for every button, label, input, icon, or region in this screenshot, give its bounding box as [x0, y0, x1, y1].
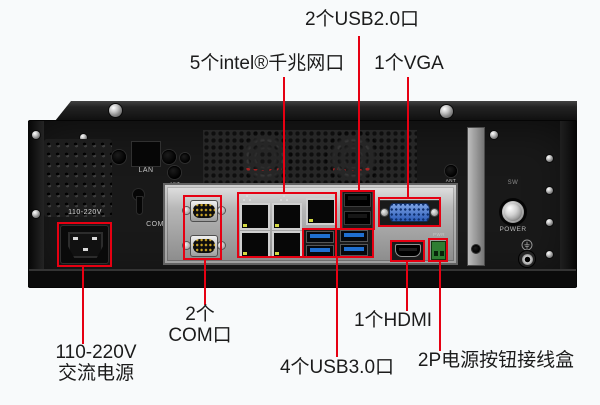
- screw-icon: [32, 210, 40, 218]
- usb3-port-2: [340, 230, 368, 242]
- lan-cutout: [131, 141, 161, 167]
- com-port-lower: [183, 235, 225, 257]
- chassis-left-wall: [28, 121, 44, 287]
- screw-icon: [546, 155, 553, 162]
- ac-pin: [83, 248, 88, 251]
- chassis-right-wall: [560, 121, 577, 287]
- highlight-vga-port: [378, 197, 441, 227]
- db9-pins: [193, 239, 215, 253]
- lan-port-5: [306, 198, 336, 225]
- perforation-pattern: [203, 130, 417, 183]
- callout-usb3: 4个USB3.0口: [279, 357, 395, 378]
- expansion-bracket: [467, 127, 485, 266]
- lan-port-2: [272, 203, 302, 230]
- usb3-port-4: [340, 244, 368, 256]
- power-button: [502, 201, 524, 223]
- mount-hole: [162, 150, 176, 164]
- highlight-ac-inlet: [57, 222, 112, 267]
- sw-marking: SW: [507, 180, 519, 186]
- lan-port-1: [240, 203, 270, 230]
- ac-inlet-port: [60, 225, 109, 264]
- mount-hole: [112, 150, 126, 164]
- hex-nut-icon: [183, 242, 190, 249]
- leader-line-usb2: [358, 36, 360, 191]
- highlight-com-ports: [183, 195, 222, 260]
- usb2-port-2: [344, 211, 371, 225]
- leader-line-com: [204, 260, 206, 305]
- screw-icon: [440, 105, 453, 118]
- screw-icon: [32, 131, 40, 139]
- keyhole-icon: [133, 189, 144, 200]
- power-button-label: POWER: [499, 226, 527, 233]
- mount-hole: [180, 153, 190, 163]
- callout-ac-power-line1: 110-220V: [55, 342, 137, 363]
- screw-icon: [546, 187, 553, 194]
- db9-pins: [193, 204, 215, 218]
- leader-line-usb3: [336, 258, 338, 357]
- ac-inlet-shape: [68, 232, 103, 258]
- screw-icon: [109, 104, 122, 117]
- network-icon: [283, 195, 285, 197]
- vga-port: [389, 203, 430, 222]
- audio-jack: [519, 251, 535, 267]
- callout-hdmi: 1个HDMI: [353, 310, 433, 331]
- callout-vga: 1个VGA: [374, 53, 444, 74]
- antenna-hole: [445, 165, 457, 177]
- com-marking: COM: [146, 221, 164, 228]
- highlight-usb3-ports: [302, 228, 374, 258]
- leader-line-ac: [82, 267, 84, 344]
- terminal-hole: [434, 251, 438, 256]
- com-port-upper: [183, 200, 225, 222]
- network-icon: [246, 195, 248, 197]
- ground-icon: [521, 239, 533, 251]
- screw-icon: [80, 134, 87, 141]
- ac-pin: [73, 237, 78, 240]
- chassis-top-flange: [55, 101, 577, 121]
- leader-line-hdmi: [406, 262, 408, 311]
- keyhole-icon: [137, 197, 142, 214]
- callout-com-line1: 2个: [185, 304, 215, 325]
- vent-grille: [44, 139, 112, 217]
- terminal-hole: [440, 251, 444, 256]
- screw-icon: [546, 251, 553, 258]
- voltage-marking: 110-220V: [68, 209, 102, 216]
- antenna-label: ANT: [445, 178, 457, 183]
- hdmi-port: [395, 244, 421, 257]
- vga-screw-icon: [431, 209, 438, 216]
- fan-vent-area: [203, 130, 417, 183]
- leader-line-vga: [407, 77, 409, 198]
- callout-pwrbox: 2P电源按钮接线盒: [417, 350, 575, 371]
- screw-icon: [546, 219, 553, 226]
- callout-ac-power-line2: 交流电源: [57, 363, 134, 384]
- callout-com: 2个 COM口: [150, 304, 250, 346]
- usb2-port-1: [344, 193, 371, 207]
- lan-cutout-label: LAN: [138, 167, 154, 174]
- highlight-hdmi-port: [390, 240, 425, 262]
- hex-nut-icon: [183, 207, 190, 214]
- callout-lan: 5个intel®千兆网口: [189, 53, 345, 74]
- callout-ac-power: 110-220V 交流电源: [36, 342, 156, 384]
- usb3-port-1: [306, 231, 334, 243]
- ac-pin: [92, 237, 97, 240]
- leader-line-lan: [283, 77, 285, 193]
- antenna-hole: [168, 166, 181, 179]
- highlight-power-terminal: [428, 238, 448, 262]
- screw-icon: [490, 131, 498, 139]
- highlight-lan-ports: [237, 192, 337, 258]
- callout-com-line2: COM口: [168, 325, 232, 346]
- highlight-usb2-ports: [340, 190, 375, 230]
- leader-line-pwrbox: [439, 262, 441, 351]
- lan-port-4: [272, 231, 302, 258]
- power-terminal-block: [431, 241, 446, 260]
- pwr-marking: PWR: [433, 232, 445, 237]
- bracket-hole: [472, 245, 480, 253]
- chassis-bottom-strip: [29, 269, 576, 287]
- vga-screw-icon: [381, 209, 388, 216]
- callout-usb2: 2个USB2.0口: [304, 9, 420, 30]
